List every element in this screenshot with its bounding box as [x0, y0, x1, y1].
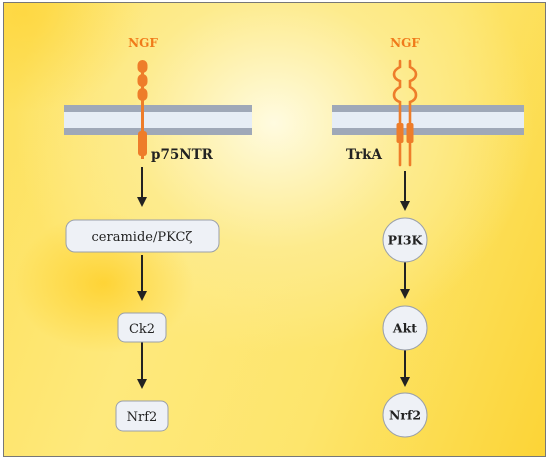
node-nrf2-right: Nrf2 — [382, 392, 428, 438]
left-ngf-label: NGF — [128, 36, 158, 50]
node-pi3k: PI3K — [382, 217, 428, 263]
node-ceramide-pkc: ceramide/PKCζ — [65, 219, 220, 253]
p75ntr-label: p75NTR — [151, 147, 214, 163]
pathway-diagram: NGF p75NTR ceramide/PKCζ Ck2 — [64, 36, 524, 438]
node-nrf2-left: Nrf2 — [115, 400, 169, 432]
node-akt: Akt — [382, 305, 428, 351]
right-ngf-label: NGF — [390, 36, 420, 50]
trka-label: TrkA — [346, 147, 383, 163]
node-ck2: Ck2 — [117, 312, 167, 343]
trka-receptor — [392, 59, 418, 167]
akt-label: Akt — [392, 321, 417, 336]
ck2-label: Ck2 — [129, 322, 155, 337]
diagram-frame: NGF p75NTR ceramide/PKCζ Ck2 — [3, 2, 546, 457]
pi3k-label: PI3K — [388, 233, 424, 248]
trka-transmembrane — [396, 123, 414, 143]
left-membrane — [64, 105, 252, 135]
left-pathway: NGF p75NTR ceramide/PKCζ Ck2 — [64, 36, 252, 432]
ceramide-pkc-label: ceramide/PKCζ — [92, 230, 193, 245]
right-pathway: NGF TrkA PI3K Akt — [332, 36, 524, 438]
nrf2-right-label: Nrf2 — [389, 408, 421, 423]
right-membrane — [332, 105, 524, 135]
nrf2-left-label: Nrf2 — [127, 410, 158, 425]
p75ntr-receptor — [137, 60, 148, 159]
